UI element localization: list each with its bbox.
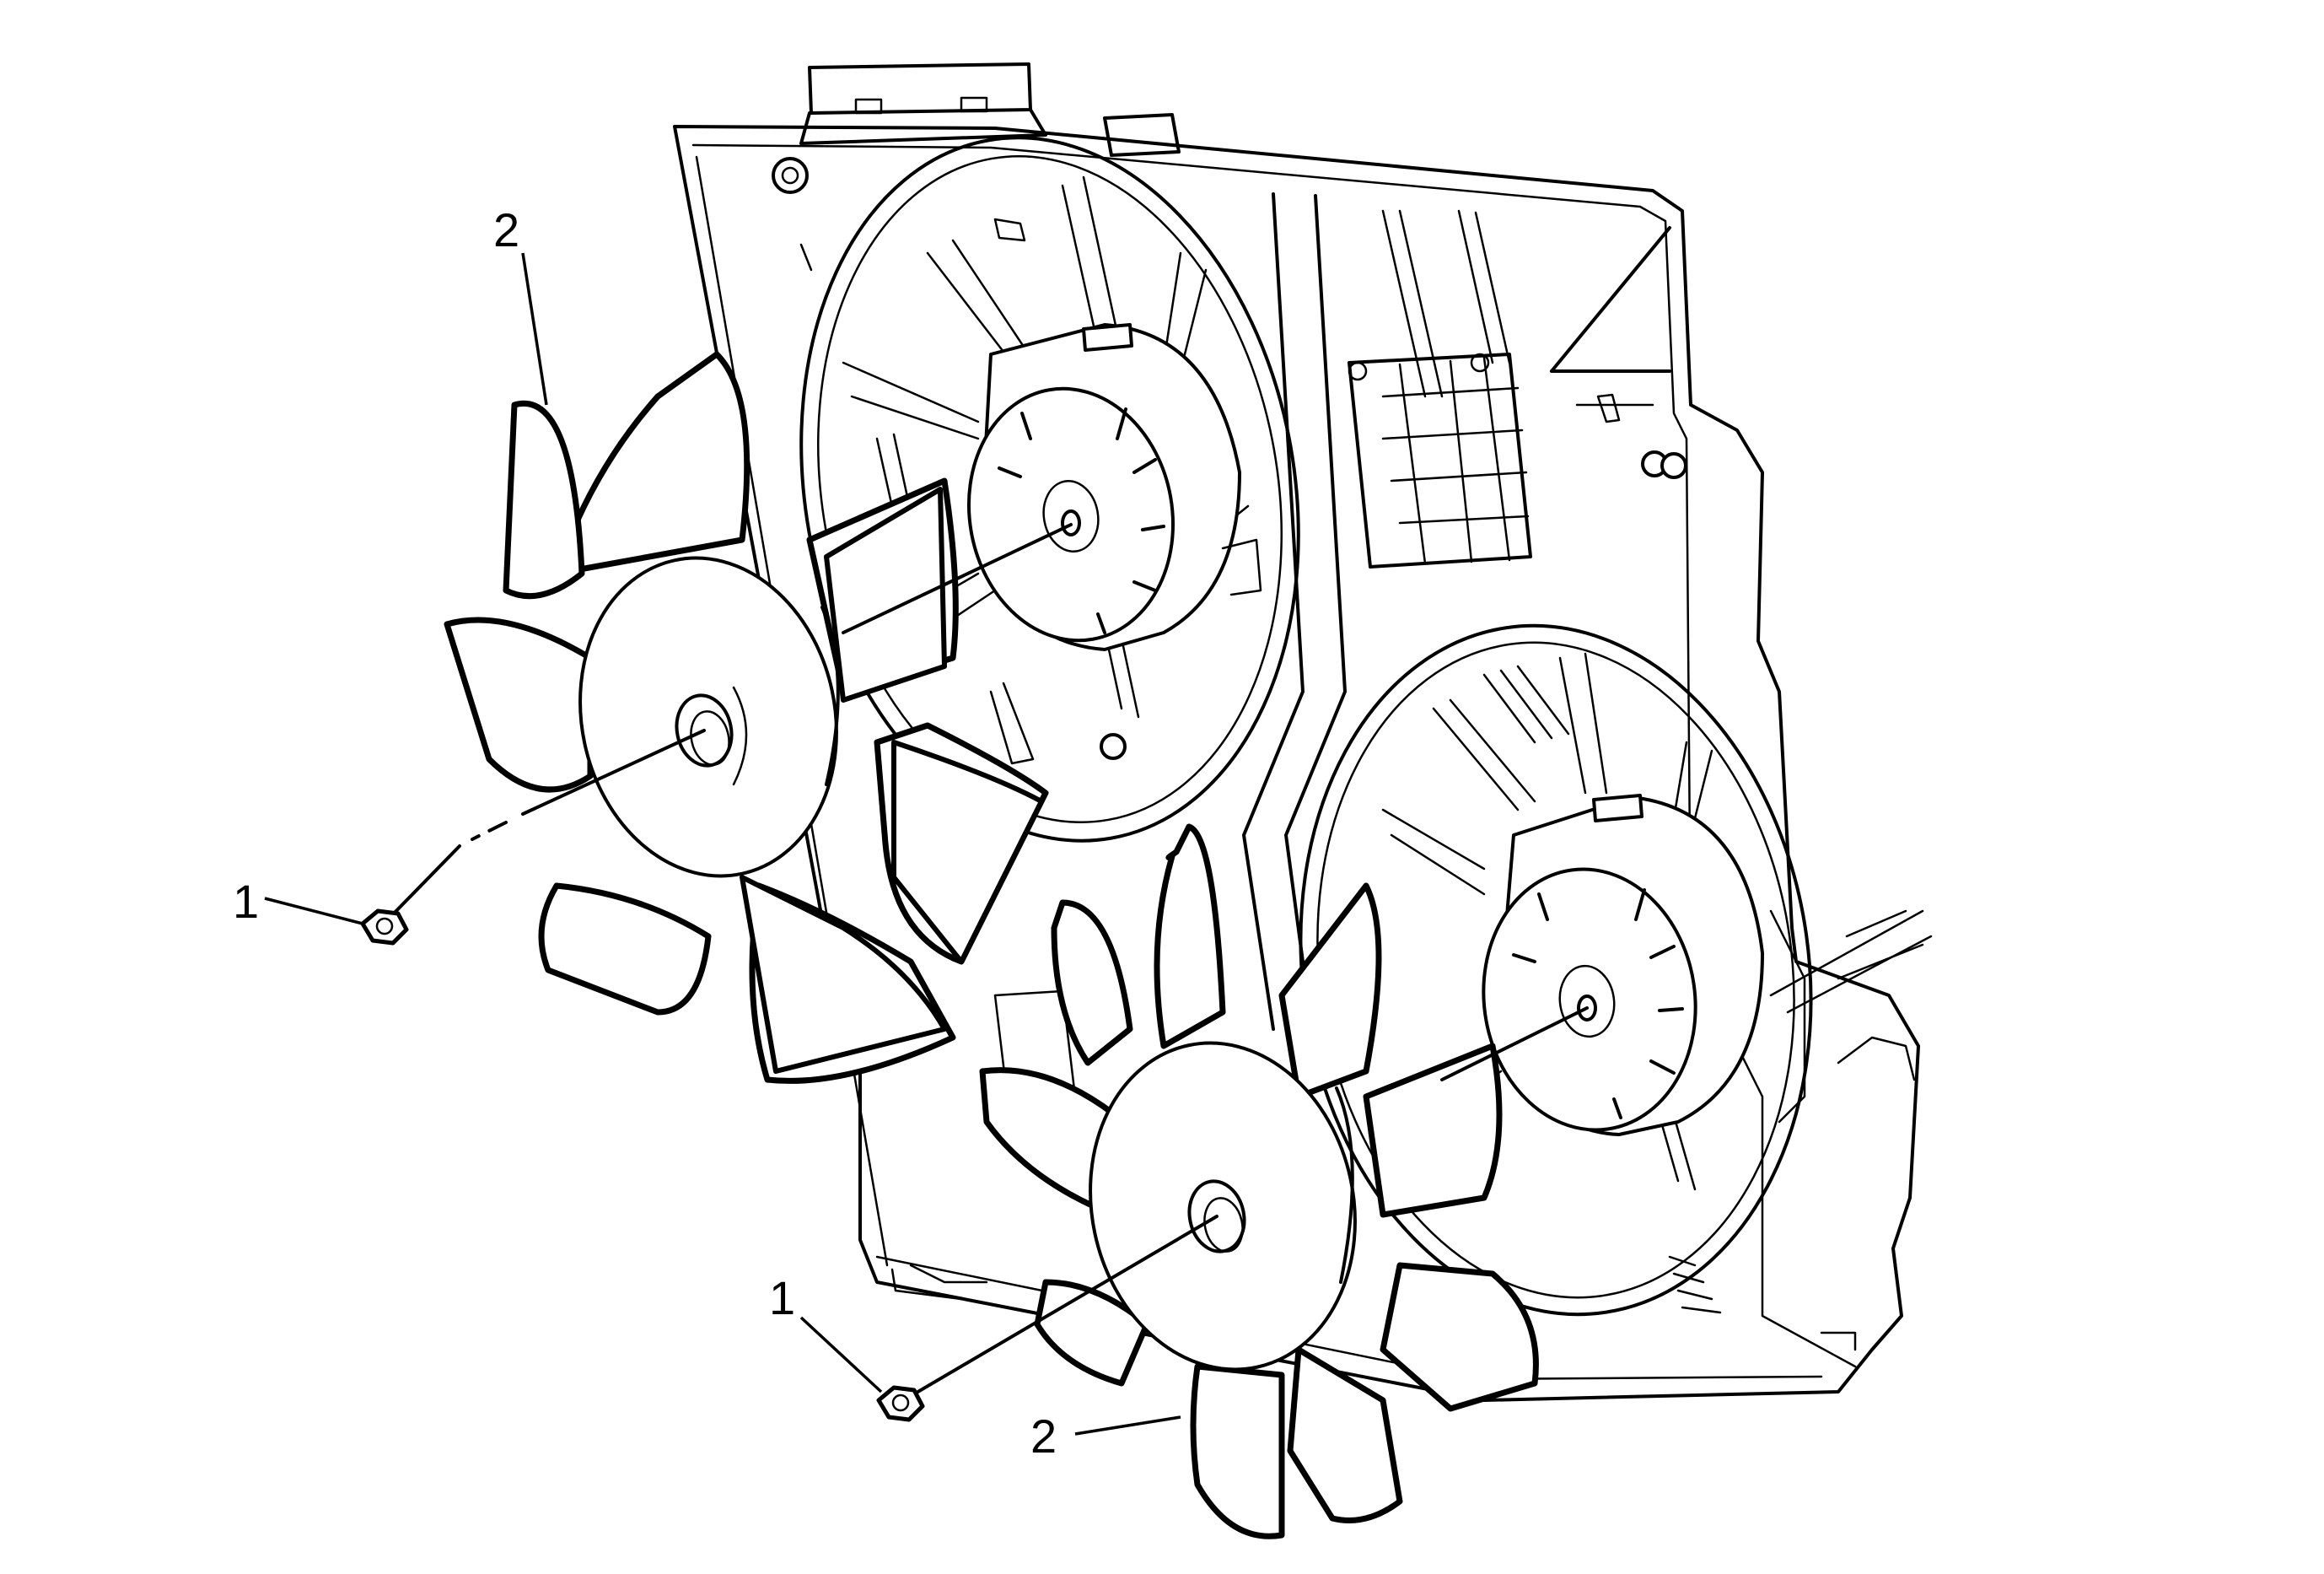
callout-leaders (264, 252, 1181, 1436)
callout-label-nut-lower: 1 (769, 1271, 795, 1324)
lower-fan-motor (1299, 623, 1933, 1317)
centerlines (386, 523, 1589, 1398)
callout-label-blade-upper: 2 (493, 203, 519, 256)
callout-label-blade-lower: 2 (1030, 1410, 1057, 1463)
grid-panel (1348, 353, 1532, 569)
hex-nut-upper (360, 908, 409, 946)
fan-blade-upper (444, 351, 1049, 1084)
hex-nut-lower (876, 1385, 925, 1422)
upper-fan-motor (799, 136, 1300, 843)
callout-label-nut-upper: 1 (233, 875, 259, 928)
